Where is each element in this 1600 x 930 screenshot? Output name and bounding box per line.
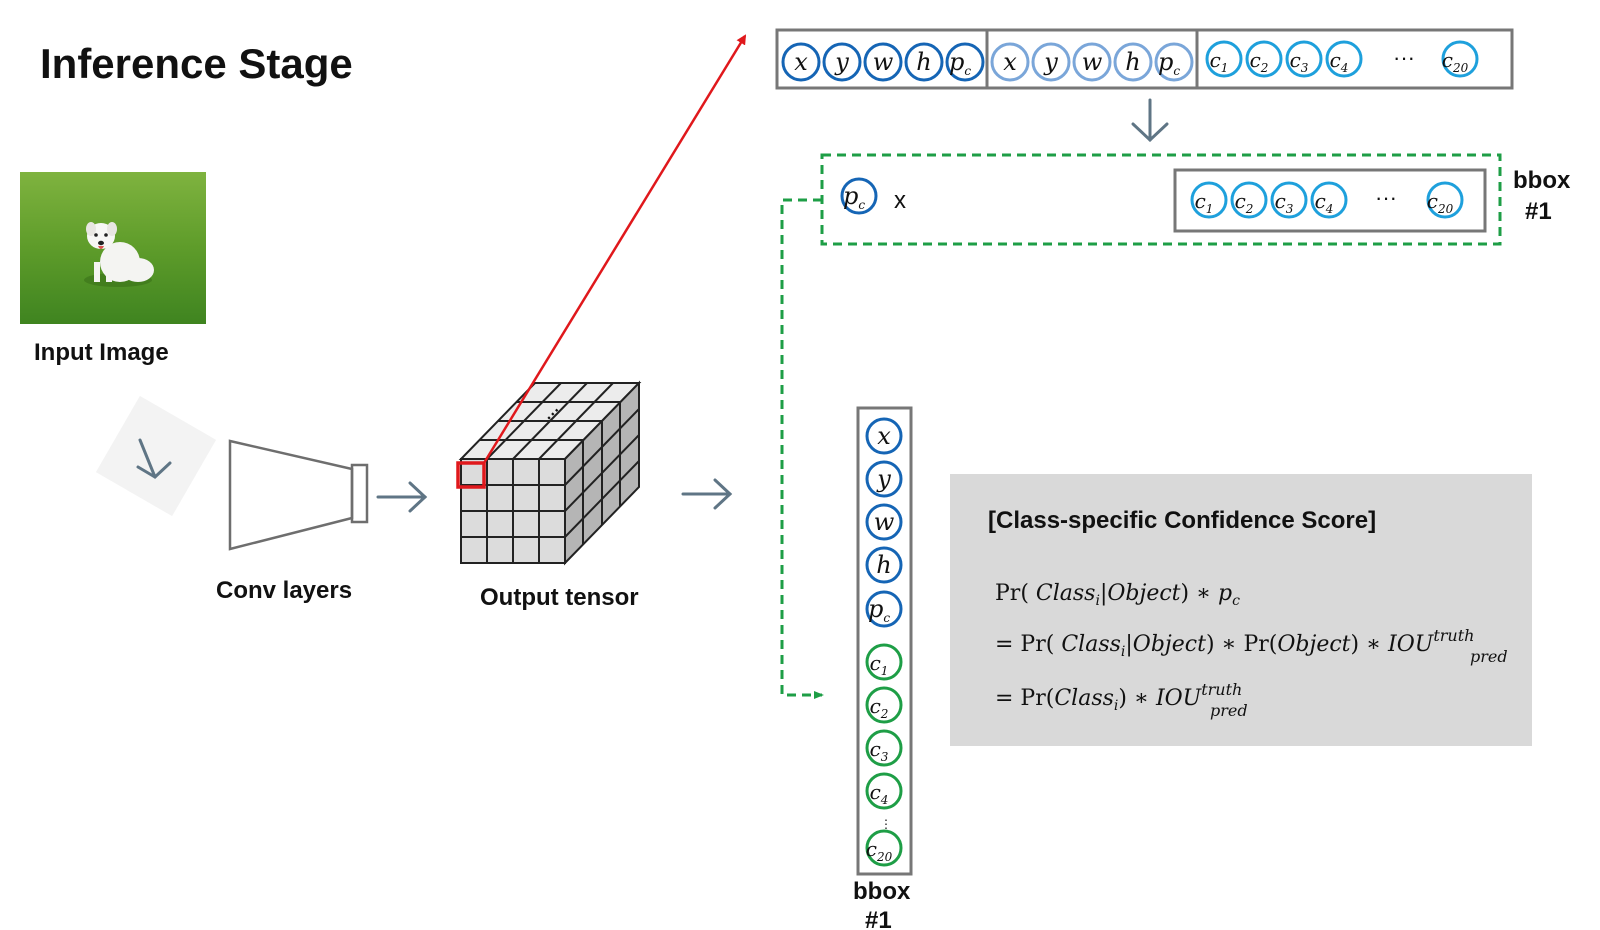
conv-layers-label: Conv layers (216, 577, 352, 604)
svg-text:c1: c1 (1195, 189, 1214, 216)
svg-text:y: y (876, 465, 891, 493)
formula-line3-pred: pred (1210, 701, 1248, 720)
multiply-pc-circle: pc (840, 177, 878, 215)
svg-text:y: y (834, 48, 849, 76)
svg-text:pc: pc (868, 595, 890, 625)
column-c3-circle: c3 (865, 729, 903, 767)
class-score-multiply-box: pc x c1 c2 c3 c4 c20 ··· (820, 153, 1502, 246)
svg-text:c4: c4 (870, 780, 889, 807)
svg-text:c2: c2 (1250, 48, 1269, 75)
svg-text:c20: c20 (1427, 189, 1454, 216)
class-1-circle: c1 (1205, 40, 1243, 78)
svg-text:h: h (876, 551, 891, 579)
conv-layers-shape (228, 439, 369, 551)
svg-text:c3: c3 (1275, 189, 1294, 216)
svg-text:h: h (1125, 48, 1140, 76)
arrow-to-bbox-icon (681, 478, 733, 510)
svg-text:c20: c20 (1442, 48, 1469, 75)
svg-text:w: w (874, 508, 895, 536)
svg-text:c3: c3 (1290, 48, 1309, 75)
bbox1-h-circle: h (904, 42, 944, 82)
bbox1-y-circle: y (822, 42, 862, 82)
svg-text:h: h (916, 48, 931, 76)
bbox-bottom-label-line2: #1 (865, 907, 892, 930)
multiply-sign: x (894, 187, 906, 214)
arrow-to-tensor-icon (376, 481, 428, 513)
svg-text:x: x (1003, 48, 1017, 76)
column-c1-circle: c1 (865, 643, 903, 681)
bbox2-x-circle: x (990, 42, 1030, 82)
column-c20-circle: c20 (865, 829, 903, 867)
column-y-circle: y (865, 460, 903, 498)
selected-grid-cell (456, 461, 486, 489)
svg-text:x: x (877, 422, 891, 450)
svg-text:c4: c4 (1330, 48, 1349, 75)
column-x-circle: x (865, 417, 903, 455)
column-pc-circle: pc (865, 590, 903, 628)
formula-panel: [Class-specific Confidence Score] Pr( Cl… (950, 474, 1532, 746)
svg-text:c2: c2 (870, 694, 889, 721)
output-tensor-label: Output tensor (480, 584, 639, 611)
svg-text:c4: c4 (1315, 189, 1334, 216)
svg-text:pc: pc (949, 48, 971, 78)
svg-text:x: x (794, 48, 808, 76)
multiply-class-2-circle: c2 (1230, 181, 1268, 219)
input-image (20, 172, 206, 324)
formula-line2-pred: pred (1470, 647, 1508, 666)
multiply-class-3-circle: c3 (1270, 181, 1308, 219)
class-2-circle: c2 (1245, 40, 1283, 78)
bbox1-w-circle: w (863, 42, 903, 82)
svg-text:y: y (1043, 48, 1058, 76)
bbox-right-label-line2: #1 (1525, 198, 1552, 225)
multiply-class-1-circle: c1 (1190, 181, 1228, 219)
svg-text:pc: pc (843, 182, 865, 212)
formula-line1: Pr( Classi|Object) ∗ pc (995, 581, 1240, 609)
multiply-ellipsis: ··· (1375, 185, 1397, 210)
page-title: Inference Stage (40, 40, 353, 87)
arrow-shadow (95, 395, 217, 517)
svg-text:c1: c1 (1210, 48, 1229, 75)
bbox2-h-circle: h (1113, 42, 1153, 82)
formula-line2: = Pr( Classi|Object) ∗ Pr(Object) ∗ IOUt… (995, 626, 1474, 660)
red-pointer-arrow (482, 34, 747, 464)
bbox2-y-circle: y (1031, 42, 1071, 82)
dog-picture (86, 222, 154, 282)
formula-line3: = Pr(Classi) ∗ IOUtruth (995, 680, 1242, 714)
column-h-circle: h (865, 546, 903, 584)
bbox2-w-circle: w (1072, 42, 1112, 82)
column-c4-circle: c4 (865, 772, 903, 810)
top-vector-ellipsis: ··· (1393, 45, 1415, 70)
arrow-to-conv-icon (136, 438, 172, 479)
class-4-circle: c4 (1325, 40, 1363, 78)
formula-heading: [Class-specific Confidence Score] (988, 507, 1376, 534)
svg-text:c20: c20 (866, 837, 893, 864)
svg-text:w: w (1082, 48, 1103, 76)
column-vdots: ⋮ (880, 817, 892, 831)
bbox-right-label-line1: bbox (1513, 167, 1571, 194)
svg-text:pc: pc (1158, 48, 1180, 78)
column-w-circle: w (865, 503, 903, 541)
multiply-class-20-circle: c20 (1426, 181, 1464, 219)
svg-text:c1: c1 (870, 651, 889, 678)
output-tensor-cube: ··· (458, 380, 642, 566)
bbox1-x-circle: x (781, 42, 821, 82)
svg-text:w: w (873, 48, 894, 76)
bbox-bottom-label-line1: bbox (853, 878, 911, 905)
svg-text:c3: c3 (870, 737, 889, 764)
green-connector-arrow (780, 198, 824, 699)
multiply-class-4-circle: c4 (1310, 181, 1348, 219)
column-c2-circle: c2 (865, 686, 903, 724)
svg-text:c2: c2 (1235, 189, 1254, 216)
bbox2-pc-circle: pc (1154, 42, 1194, 82)
input-image-label: Input Image (34, 339, 169, 366)
arrow-down-icon (1131, 98, 1169, 143)
bbox1-pc-circle: pc (945, 42, 985, 82)
class-3-circle: c3 (1285, 40, 1323, 78)
class-20-circle: c20 (1441, 40, 1479, 78)
